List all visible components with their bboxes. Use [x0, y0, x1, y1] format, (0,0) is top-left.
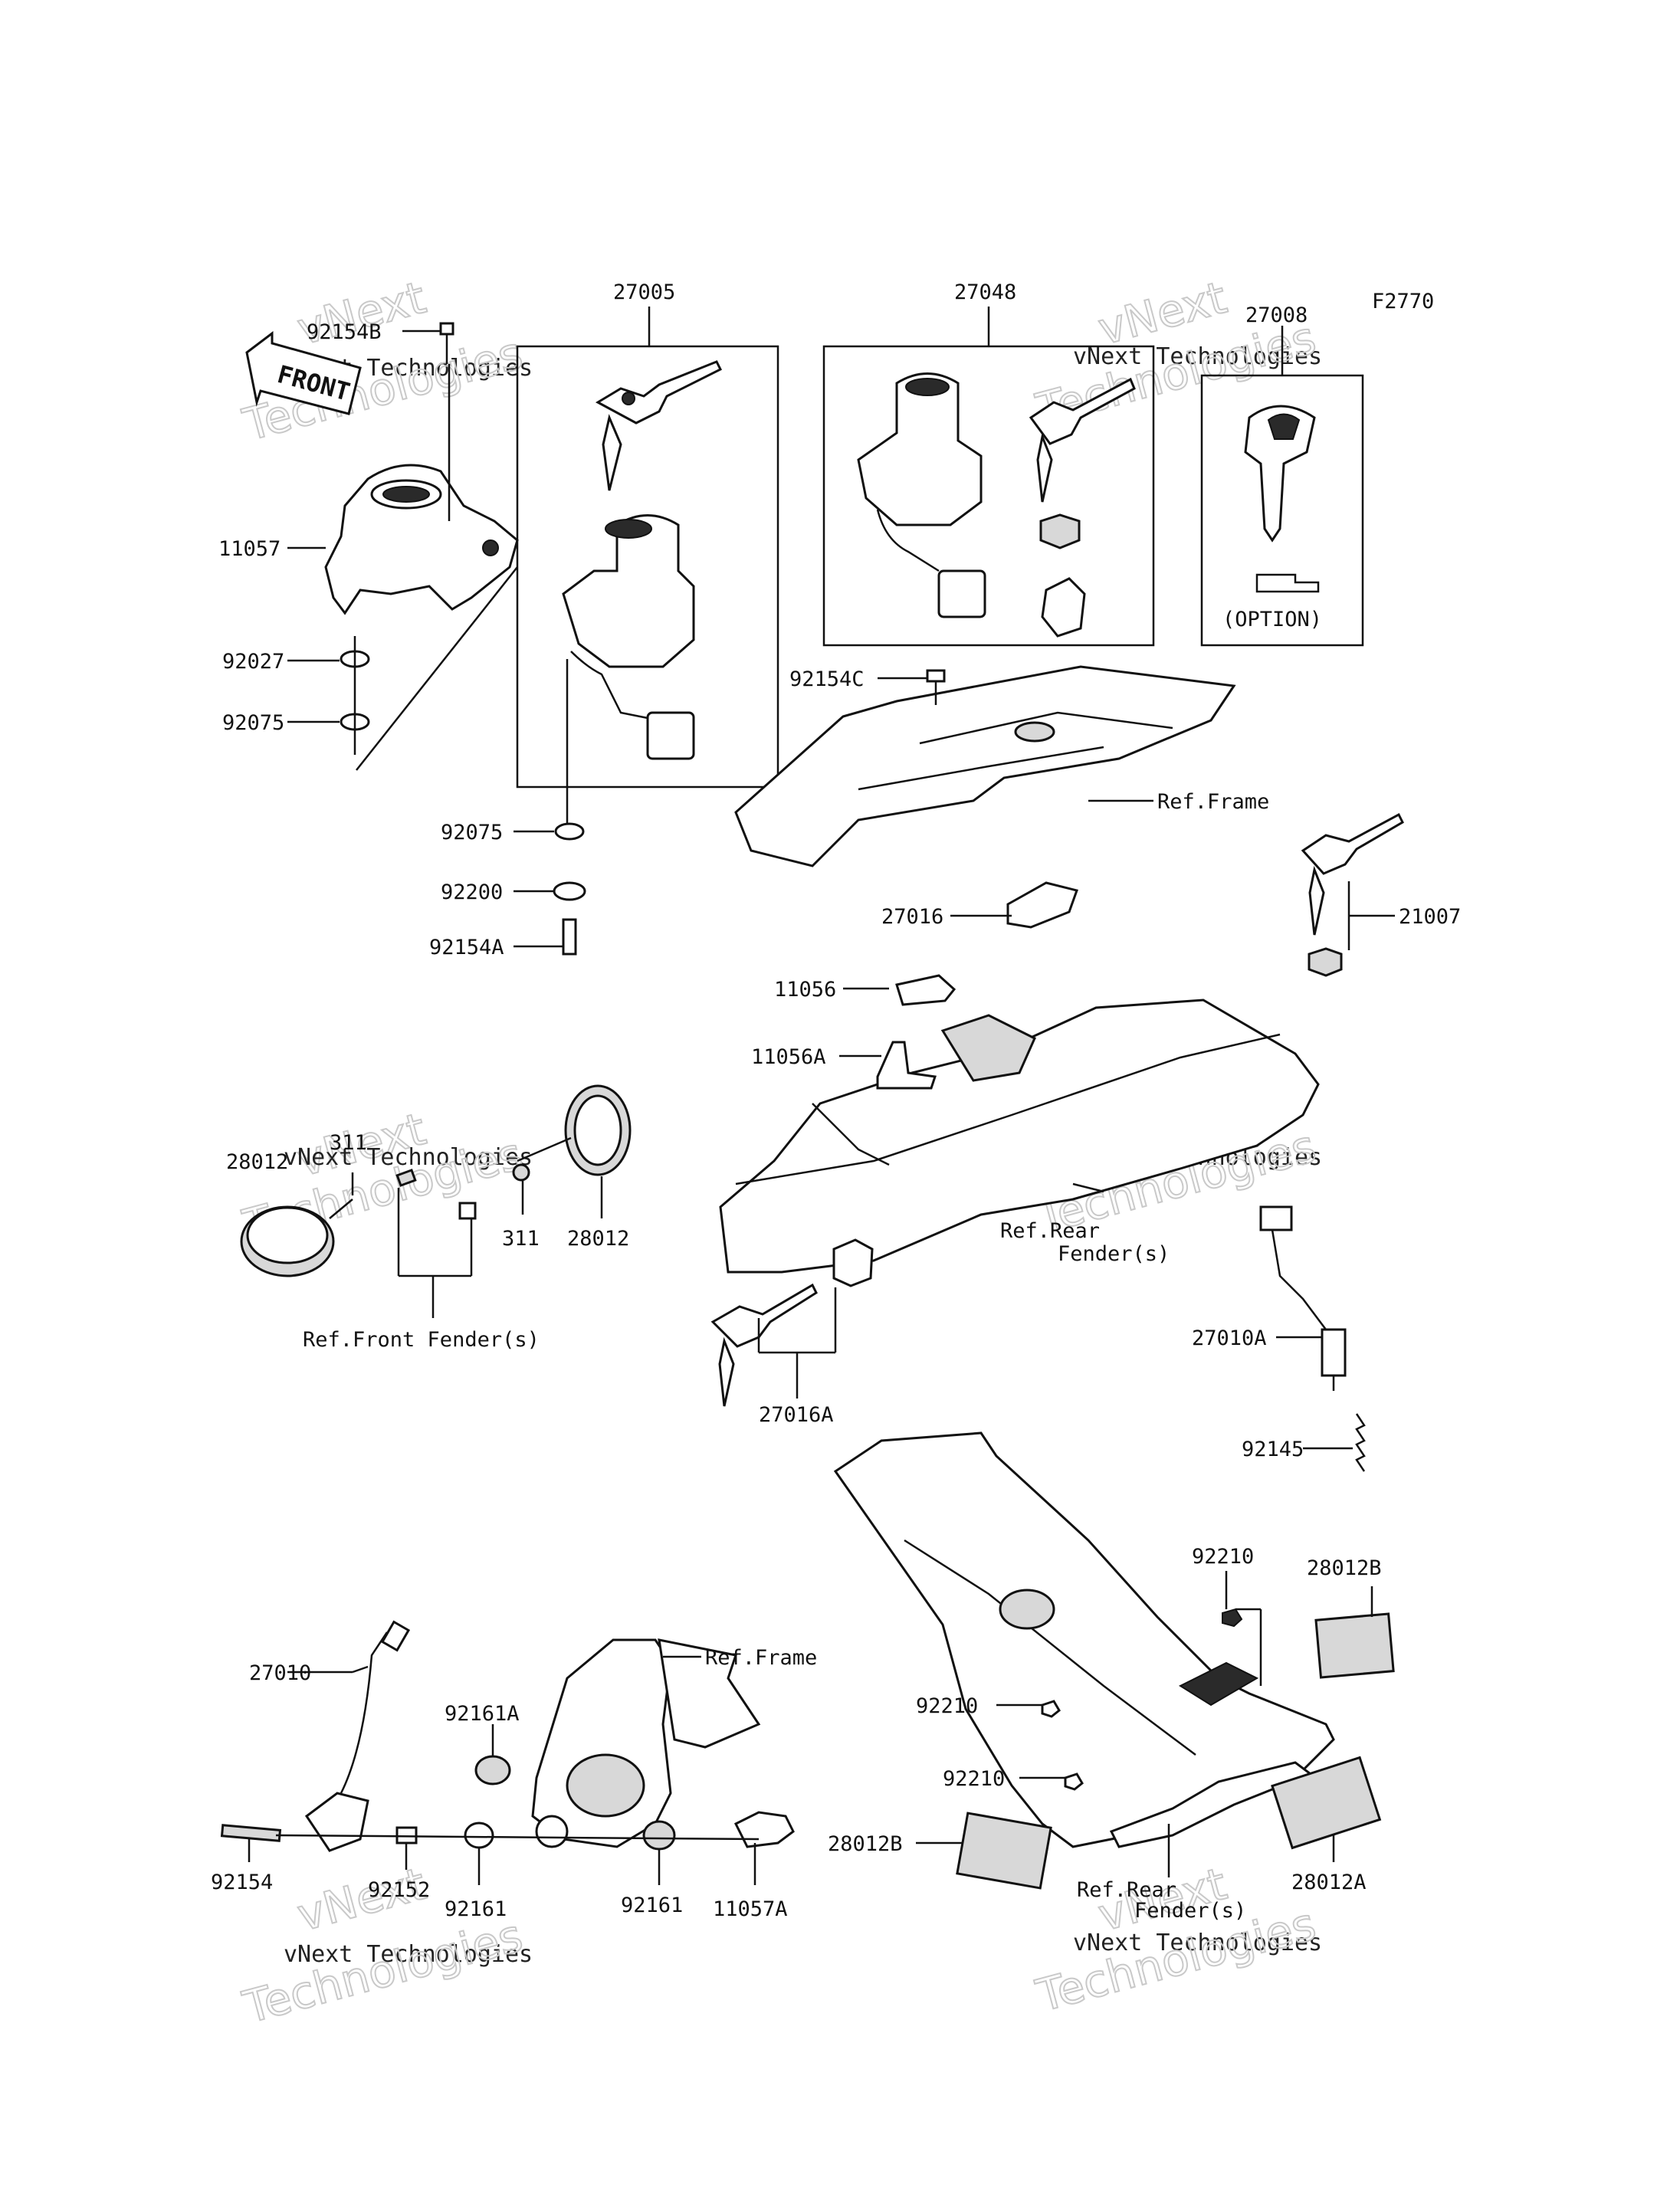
ref-front-fender-label: Ref.Front Fender(s)	[303, 1328, 540, 1352]
option-label: (OPTION)	[1222, 608, 1322, 631]
washer-icon	[340, 636, 370, 755]
label-92152: 92152	[368, 1878, 430, 1902]
label-92210: 92210	[916, 1694, 978, 1718]
label-28012B: 28012B	[1307, 1556, 1382, 1580]
cylinder-icon	[1039, 513, 1086, 638]
bolt-icon	[220, 1824, 282, 1842]
bushing-icon	[464, 1755, 676, 1851]
label-28012A: 28012A	[1291, 1871, 1367, 1894]
watermark-vnext-technologies: vNext Technologies	[284, 1144, 533, 1171]
label-92161: 92161	[621, 1894, 683, 1917]
figure-code: F2770	[1372, 290, 1434, 313]
lock-holder-icon	[1006, 881, 1078, 929]
label-11056A: 11056A	[751, 1045, 826, 1069]
ref-rear-fender-label-2: Fender(s)	[1058, 1242, 1170, 1266]
side-stand-switch-icon	[304, 1620, 411, 1852]
label-92200: 92200	[441, 880, 503, 904]
label-28012: 28012	[567, 1227, 629, 1251]
label-27016A: 27016A	[759, 1403, 834, 1427]
label-92154B: 92154B	[307, 320, 382, 344]
label-27008: 27008	[1245, 303, 1308, 327]
lock-cylinder-icon	[832, 1238, 874, 1287]
watermark-vnext-technologies: vNext Technologies	[1073, 1930, 1322, 1956]
reflector-icon	[956, 1612, 1395, 1890]
ref-rear-fender-label: Ref.Rear	[1077, 1878, 1176, 1902]
ref-frame-label: Ref.Frame	[1157, 790, 1269, 814]
label-92161A: 92161A	[445, 1702, 520, 1726]
key-icon	[710, 1283, 818, 1407]
label-311: 311	[502, 1227, 540, 1251]
label-92154A: 92154A	[429, 936, 504, 959]
label-11057A: 11057A	[713, 1897, 788, 1921]
spring-icon	[1355, 1413, 1366, 1472]
label-92154C: 92154C	[789, 667, 865, 691]
bracket-icon	[733, 1811, 795, 1848]
watermark-technologies: Technologies	[238, 1909, 527, 2033]
ignition-switch-icon	[857, 372, 986, 618]
screw-icon	[926, 669, 946, 705]
frame-bracket-icon	[531, 1638, 761, 1848]
spacer-icon	[395, 1163, 530, 1220]
watermark-vnext-technologies: vNext Technologies	[284, 1941, 533, 1968]
frame-top-icon	[734, 665, 1236, 867]
rear-fender-lower-icon	[833, 1431, 1335, 1848]
ref-rear-fender-label-2: Fender(s)	[1134, 1899, 1246, 1923]
bracket-icon	[876, 974, 956, 1090]
label-11057: 11057	[218, 537, 281, 561]
watermark-vnext-technologies: vNext Technologies	[1073, 343, 1322, 370]
collar-icon	[395, 1826, 418, 1844]
key-blank-icon: (OPTION)	[1222, 405, 1322, 631]
label-28012: 28012	[226, 1150, 288, 1174]
fastener-stack-icon	[553, 822, 586, 956]
sensor-icon	[1259, 1205, 1347, 1391]
label-92210: 92210	[1192, 1545, 1254, 1569]
front-arrow-icon: FRONT	[245, 330, 362, 415]
label-11056: 11056	[774, 978, 836, 1002]
label-311: 311	[330, 1131, 367, 1155]
label-92027: 92027	[222, 650, 284, 674]
ignition-switch-icon	[562, 514, 695, 831]
label-27048: 27048	[954, 280, 1016, 304]
label-27010: 27010	[249, 1661, 311, 1685]
label-21007: 21007	[1399, 905, 1461, 929]
callout-labels: 92154B 27005 27048 27008 11057 92027 920…	[211, 280, 1461, 1921]
watermark-bottom-right: vNext vNext Technologies Technologies	[1030, 1857, 1322, 2023]
ref-rear-fender-label: Ref.Rear	[1000, 1219, 1100, 1243]
reference-labels: Ref.Frame Ref.Rear Fender(s) Ref.Front F…	[303, 790, 1269, 1923]
reflector-icon	[240, 1084, 632, 1277]
label-92145: 92145	[1242, 1438, 1304, 1461]
bolt-icon	[439, 322, 454, 521]
label-92075: 92075	[222, 711, 284, 735]
label-92154: 92154	[211, 1871, 273, 1894]
label-92161: 92161	[445, 1897, 507, 1921]
key-icon	[595, 360, 723, 491]
box-27005	[516, 345, 779, 789]
label-92210: 92210	[943, 1767, 1005, 1791]
leader-lines	[248, 330, 1395, 1885]
label-92075: 92075	[441, 821, 503, 844]
label-27005: 27005	[613, 280, 675, 304]
nut-icon	[1041, 1608, 1243, 1791]
key-icon	[1029, 377, 1136, 503]
label-28012B: 28012B	[828, 1832, 903, 1856]
bracket-icon	[324, 464, 519, 615]
label-27010A: 27010A	[1192, 1326, 1267, 1350]
ref-frame-label: Ref.Frame	[705, 1646, 817, 1670]
label-27016: 27016	[881, 905, 943, 929]
key-icon	[1301, 812, 1404, 977]
